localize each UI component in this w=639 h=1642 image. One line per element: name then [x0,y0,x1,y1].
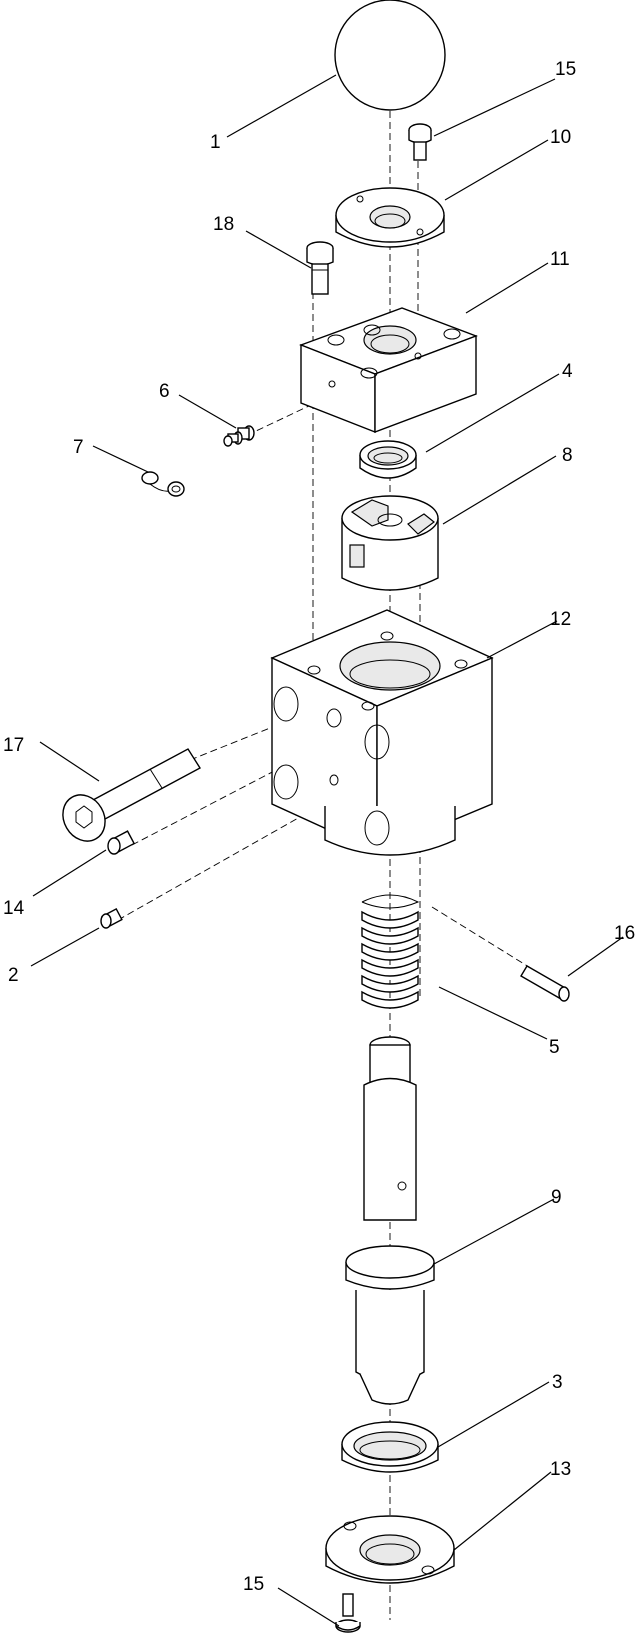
part-1-knob [334,0,446,111]
callout-8: 8 [562,445,573,466]
callout-16: 16 [614,923,635,944]
part-3-seal [341,1421,439,1473]
callout-15-top: 15 [555,59,576,80]
part-4-bearing [359,440,417,479]
callout-leader-lines [30,74,624,1627]
callout-1: 1 [210,132,221,153]
callout-numbers: 1 15 10 18 11 6 7 4 8 12 17 14 2 16 5 9 … [3,59,635,1595]
callout-11: 11 [550,249,570,270]
part-11-upper-block [299,307,478,434]
part-6-grease-fitting [223,425,255,447]
callout-13: 13 [550,1459,571,1480]
part-17-long-screw [62,748,201,842]
callout-17: 17 [3,735,24,756]
part-15-screw-top [408,123,432,161]
part-15-screw-bottom [335,1593,361,1633]
callout-5: 5 [549,1037,560,1058]
callout-3: 3 [552,1372,563,1393]
assembly-axis-lines [117,100,551,1620]
part-13-bottom-plate [325,1515,455,1584]
part-18-cap-screw [306,241,334,295]
callout-10: 10 [550,127,571,148]
part-12-main-block [270,609,494,856]
callout-9: 9 [551,1187,562,1208]
callout-14: 14 [3,898,25,919]
part-2-plug [100,907,123,929]
part-10-top-plate [335,187,445,248]
part-9-plunger [345,1036,435,1405]
callout-18: 18 [213,214,234,235]
callout-15-bottom: 15 [243,1574,264,1595]
callout-2: 2 [8,965,19,986]
callout-4: 4 [562,361,573,382]
part-16-roll-pin [520,965,570,1002]
part-8-cam [341,495,439,591]
callout-7: 7 [73,437,84,458]
callout-6: 6 [159,381,170,402]
part-7-fitting-cap [141,471,185,497]
part-14-set-screw [107,830,136,855]
callout-12: 12 [550,609,571,630]
part-5-spring [361,894,420,1009]
